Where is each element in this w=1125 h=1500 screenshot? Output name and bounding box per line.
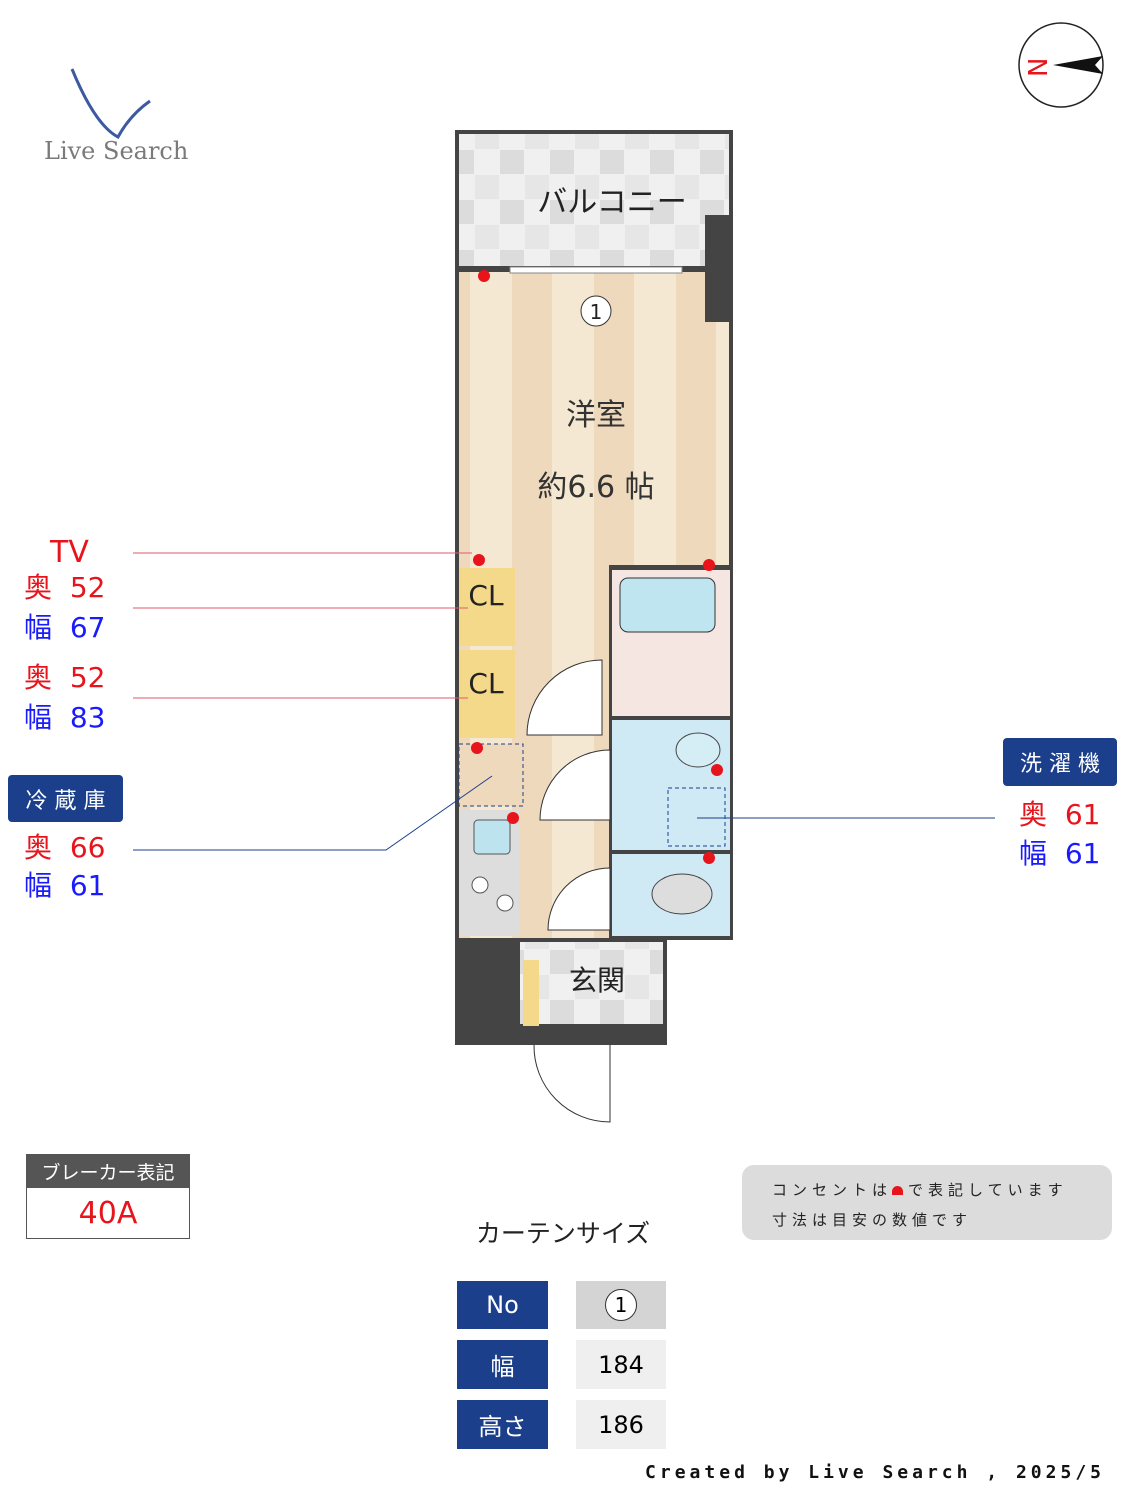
compass: N	[1017, 22, 1105, 114]
breaker-value: 40A	[78, 1195, 138, 1231]
outlet-icon	[892, 1186, 904, 1195]
logo-v-icon	[70, 68, 151, 140]
north-arrow-icon: N	[1018, 22, 1104, 108]
note-box: コンセントはで表記しています 寸法は目安の数値です	[742, 1165, 1112, 1240]
compass-n-label: N	[1024, 58, 1054, 77]
live-search-logo: Live Search	[40, 65, 200, 170]
fridge-depth: 奥 66	[24, 831, 106, 864]
closet-2	[459, 650, 515, 738]
balcony-label: バルコニー	[537, 185, 686, 220]
balcony-window	[509, 266, 683, 274]
curtain-no-value: 1	[576, 1281, 666, 1329]
fridge-space	[458, 743, 524, 807]
curtain-width-value: 184	[576, 1340, 666, 1389]
curtain-height-value: 186	[576, 1400, 666, 1449]
curtain-no-label: No	[457, 1281, 548, 1329]
closet-1	[459, 568, 515, 646]
fridge-title: 冷 蔵 庫	[8, 775, 123, 822]
room-size: 約6.6 帖	[537, 470, 654, 505]
bathtub	[619, 577, 716, 633]
floor-plan: 1 バルコニー 洋室 約6.6 帖 CL CL 玄関	[133, 130, 995, 1123]
tv-label: TV	[50, 535, 89, 570]
breaker-box: ブレーカー表記 40A	[26, 1154, 190, 1239]
entrance	[520, 942, 663, 1024]
closet1-depth: 奥 52	[24, 571, 106, 604]
washer-depth: 奥 61	[1019, 798, 1101, 831]
front-door	[533, 1044, 611, 1123]
closet2-width: 幅 83	[24, 701, 106, 734]
curtain-marker: 1	[590, 300, 603, 324]
washer-width: 幅 61	[1019, 837, 1101, 870]
closet-2-label: CL	[468, 667, 504, 700]
balcony	[459, 134, 729, 266]
outlet-markers	[471, 270, 723, 864]
closet-1-label: CL	[468, 579, 504, 612]
entrance-label: 玄関	[569, 964, 625, 997]
closet1-width: 幅 67	[24, 611, 106, 644]
curtain-width-label: 幅	[457, 1340, 548, 1389]
footer-credit: Created by Live Search , 2025/5	[645, 1462, 1105, 1483]
room-name: 洋室	[566, 398, 626, 433]
fridge-width: 幅 61	[24, 869, 106, 902]
breaker-title: ブレーカー表記	[27, 1155, 189, 1188]
curtain-title: カーテンサイズ	[475, 1219, 651, 1248]
closet2-depth: 奥 52	[24, 661, 106, 694]
washer-title: 洗 濯 機	[1003, 738, 1117, 786]
curtain-height-label: 高さ	[457, 1400, 548, 1449]
washer-space	[667, 787, 726, 847]
logo-text: Live Search	[44, 137, 189, 165]
